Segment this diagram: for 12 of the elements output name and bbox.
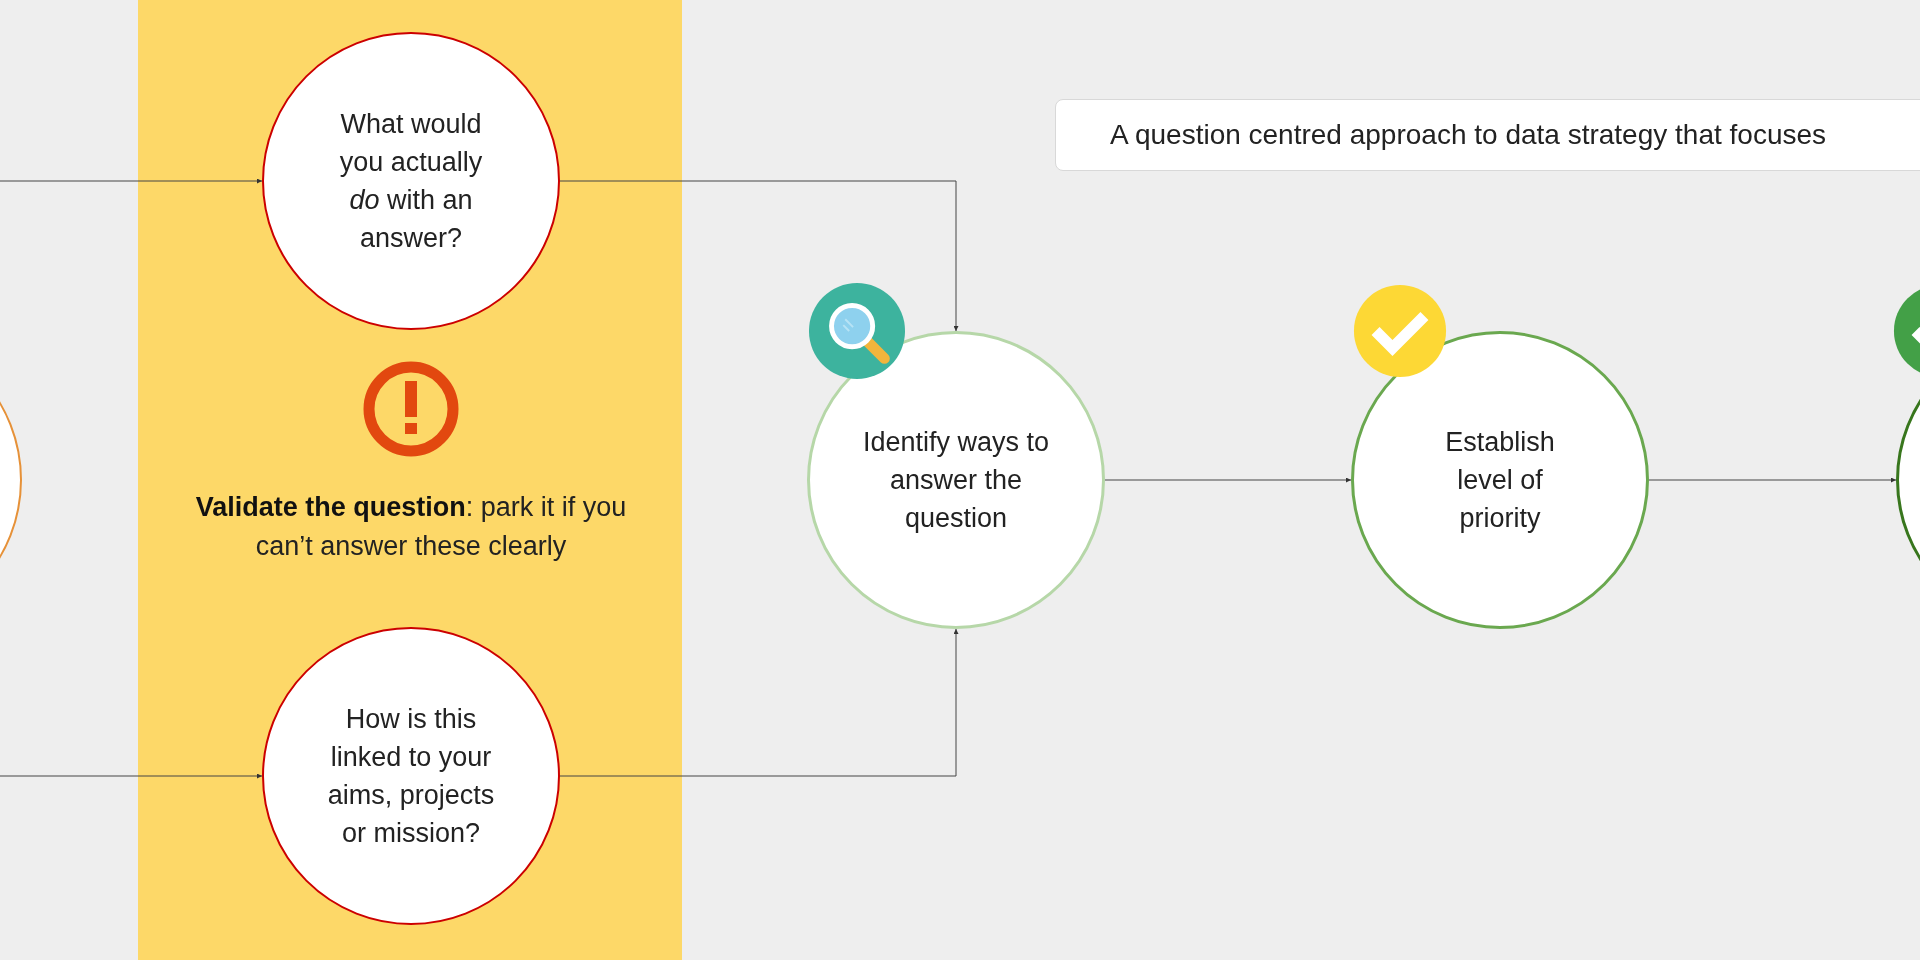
connector-arrow — [559, 180, 959, 332]
connector-arrow — [0, 178, 263, 184]
step-text: What would you actually do with an answer? — [338, 108, 484, 255]
step-text: Identify ways to answer the question — [861, 426, 1051, 535]
connector-arrow — [0, 773, 263, 779]
connector-arrow — [1104, 477, 1352, 483]
connector-arrow — [1648, 477, 1897, 483]
title: A question centred approach to data strategy that focuses — [1110, 119, 1827, 151]
validation-note: Validate the question: park it if you can’t answer these clearly — [194, 491, 628, 563]
step-text: Establish level of priority — [1444, 426, 1556, 535]
connector-arrow — [559, 628, 959, 777]
step-text: How is this linked to your aims, projects or mission? — [326, 703, 496, 850]
